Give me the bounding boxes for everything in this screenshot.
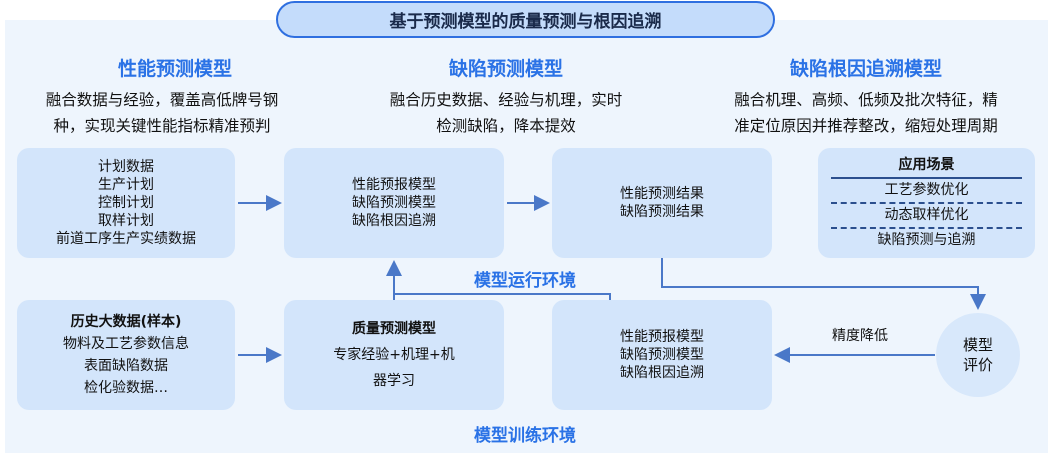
train-env-label: 模型训练环境 bbox=[474, 426, 576, 446]
arrow-result-to-eval bbox=[661, 258, 986, 310]
quality-model-box: 质量预测模型专家经验+机理+机器学习 bbox=[284, 300, 504, 410]
scenario-item: 工艺参数优化 bbox=[831, 179, 1022, 204]
scenario-item: 缺陷预测与追溯 bbox=[877, 232, 976, 248]
train-model-box: 性能预报模型缺陷预测模型缺陷根因追溯 bbox=[552, 300, 772, 410]
feedback-label: 精度降低 bbox=[832, 328, 888, 344]
column-desc-performance: 融合数据与经验，覆盖高低牌号钢种，实现关键性能指标精准预判 bbox=[45, 91, 279, 135]
column-desc-rootcause: 融合机理、高频、低频及批次特征，精准定位原因并推荐整改，缩短处理周期 bbox=[734, 91, 998, 135]
column-heading-performance: 性能预测模型 bbox=[117, 58, 233, 80]
application-scenarios-box: 应用场景 工艺参数优化 动态取样优化 缺陷预测与追溯 bbox=[818, 148, 1035, 258]
diagram-title: 基于预测模型的质量预测与根因追溯 bbox=[276, 1, 775, 38]
column-heading-rootcause: 缺陷根因追溯模型 bbox=[789, 58, 943, 80]
deploy-line bbox=[393, 293, 611, 300]
model-evaluation-node: 模型评价 bbox=[936, 313, 1020, 397]
scenario-item: 动态取样优化 bbox=[831, 204, 1022, 229]
prediction-result-box: 性能预测结果缺陷预测结果 bbox=[552, 148, 772, 258]
run-env-label: 模型运行环境 bbox=[474, 271, 576, 291]
scenarios-title: 应用场景 bbox=[831, 154, 1022, 179]
history-data-box: 历史大数据(样本)物料及工艺参数信息表面缺陷数据检化验数据… bbox=[17, 300, 235, 410]
column-desc-defect: 融合历史数据、经验与机理，实时检测缺陷，降本提效 bbox=[389, 91, 623, 135]
column-heading-defect: 缺陷预测模型 bbox=[448, 58, 564, 80]
input-data-box: 计划数据生产计划控制计划取样计划前道工序生产实绩数据 bbox=[17, 148, 235, 258]
run-model-box: 性能预报模型缺陷预测模型缺陷根因追溯 bbox=[284, 148, 504, 258]
